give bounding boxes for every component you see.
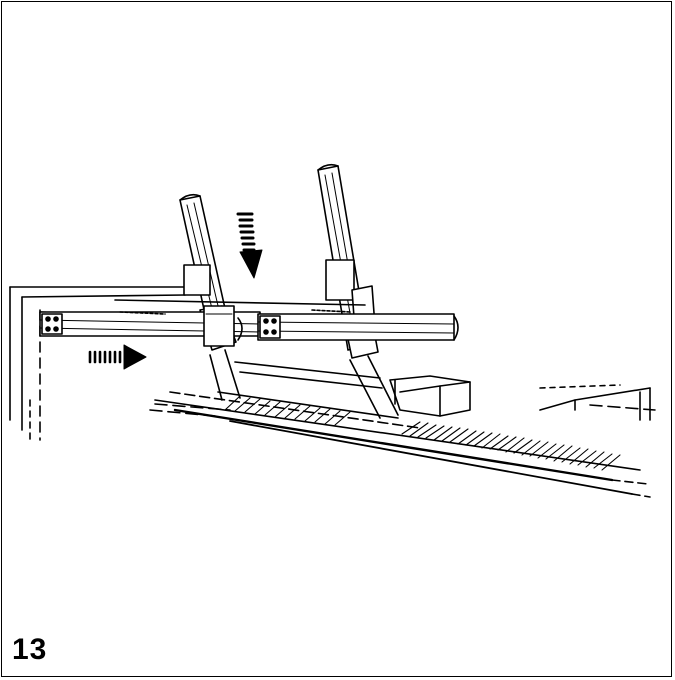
conveyor-rollers [224, 395, 621, 471]
horizontal-axis-beam [39, 299, 459, 341]
right-vertical-column [317, 163, 399, 419]
workpiece-boxes [389, 375, 471, 417]
down-motion-arrow-icon [236, 212, 263, 279]
vertical-carriage [203, 305, 235, 347]
lower-crossbar [217, 361, 399, 419]
ground-lines [149, 403, 656, 417]
figure-number: 13 [12, 633, 48, 666]
left-vertical-column [179, 193, 241, 401]
left-support-frame [9, 286, 186, 441]
right-motion-arrow-icon [88, 344, 147, 370]
conveyor-belt [154, 384, 651, 498]
